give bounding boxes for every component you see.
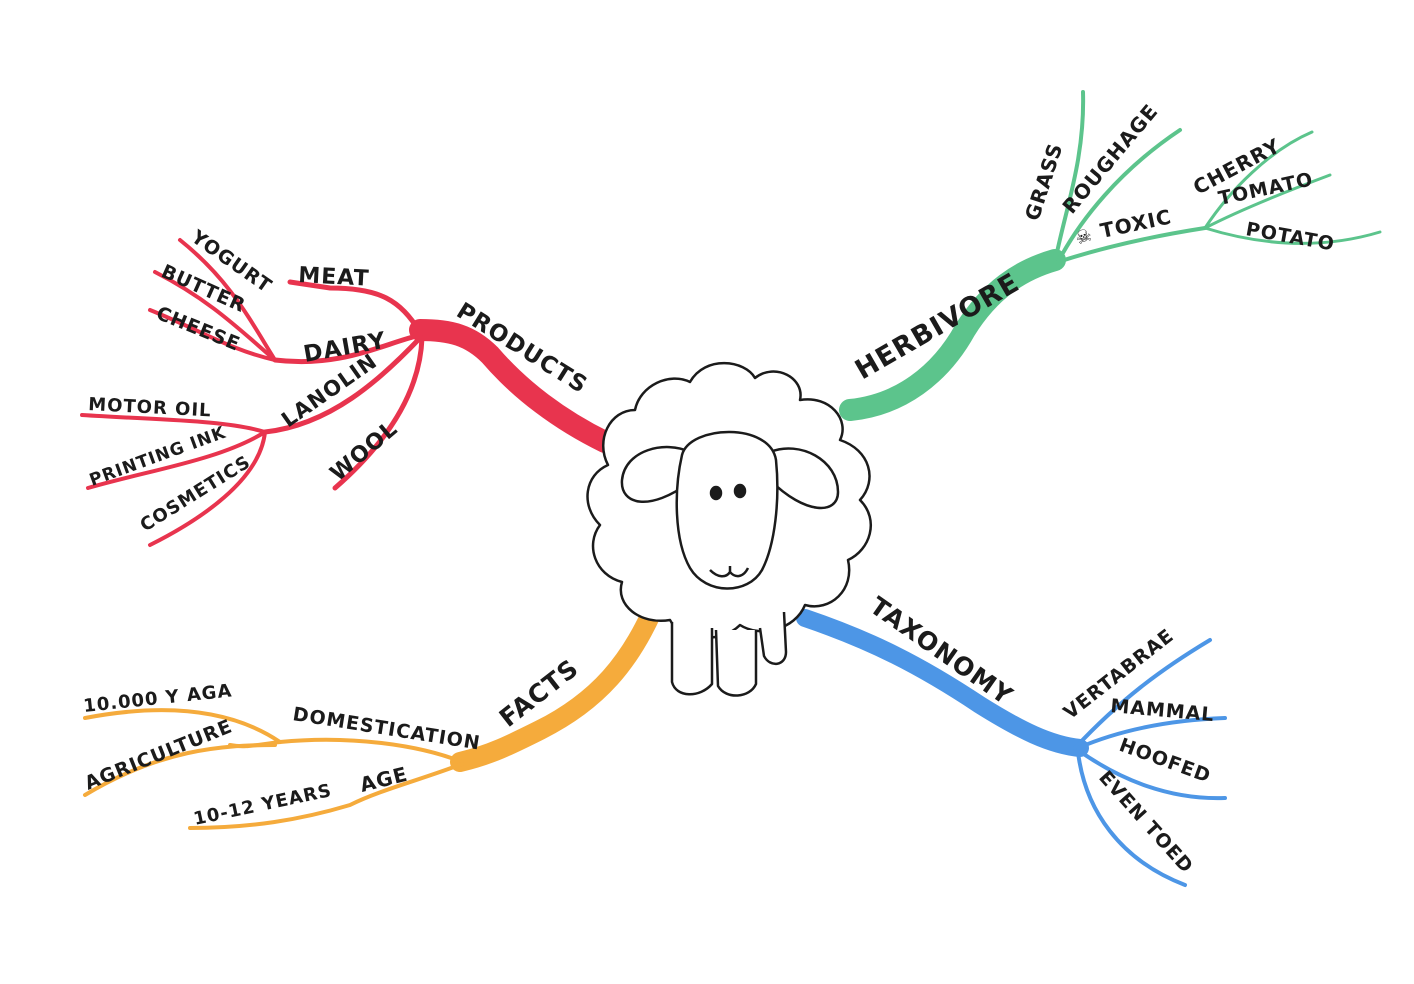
hoofed-stroke (1076, 748, 1227, 801)
lanolin-stroke (262, 335, 423, 435)
vertabrae-stroke (1073, 638, 1212, 750)
sheep-leg-right (758, 611, 788, 665)
agriculture-label: AGRICULTURE (82, 715, 236, 794)
motor-oil-stroke (80, 413, 267, 434)
products-branch (80, 238, 616, 547)
meat-stroke (287, 279, 423, 335)
mammal-label: MAMMAL (1110, 695, 1216, 726)
cheese-stroke (148, 308, 277, 362)
printing-ink-stroke (86, 430, 267, 490)
even-toed-stroke (1076, 750, 1187, 887)
taxonomy-branch (796, 609, 1227, 887)
sheep-ear-right (768, 447, 840, 510)
butter-stroke (153, 270, 277, 362)
cosmetics-stroke (148, 430, 267, 547)
even-toed-label: EVEN TOED (1094, 767, 1197, 878)
tomato-stroke (1203, 173, 1332, 230)
dairy-stroke (272, 332, 423, 365)
sheep-illustration (586, 361, 873, 697)
sheep-face (675, 430, 779, 590)
mammal-stroke (1076, 716, 1227, 750)
sheep-mouth (709, 566, 750, 578)
grass-label: GRASS (1020, 140, 1068, 224)
sheep-eye-right (733, 483, 747, 499)
yogurt-stroke (178, 238, 277, 362)
herbivore-branch (839, 90, 1382, 421)
taxonomy-main-stroke (796, 609, 1089, 757)
products-main-stroke (409, 319, 616, 453)
domestication-label: DOMESTICATION (291, 703, 482, 754)
sheep-ear-left (620, 445, 692, 504)
lifespan-stroke (188, 762, 464, 830)
sheep-eye-left (709, 485, 723, 501)
roughage-stroke (1056, 128, 1182, 264)
herbivore-main-stroke (839, 249, 1066, 421)
toxic-warning-icon: ☠ (1073, 224, 1096, 250)
agriculture-stroke (83, 743, 277, 797)
toxic-stroke (1056, 226, 1207, 264)
facts-branch (83, 602, 662, 830)
wool-stroke (332, 335, 425, 491)
facts-main-stroke (450, 602, 662, 772)
age-label: AGE (357, 762, 410, 797)
roughage-label: ROUGHAGE (1057, 99, 1162, 218)
grass-stroke (1053, 90, 1086, 264)
potato-label: POTATO (1244, 218, 1336, 255)
meat-label: MEAT (298, 263, 370, 292)
sheep-leg-left (670, 622, 714, 696)
sheep-leg-middle (714, 629, 758, 697)
potato-stroke (1203, 226, 1382, 245)
wool-label: WOOL (326, 416, 403, 486)
cherry-stroke (1203, 130, 1314, 230)
years-ago-stroke (83, 708, 282, 744)
